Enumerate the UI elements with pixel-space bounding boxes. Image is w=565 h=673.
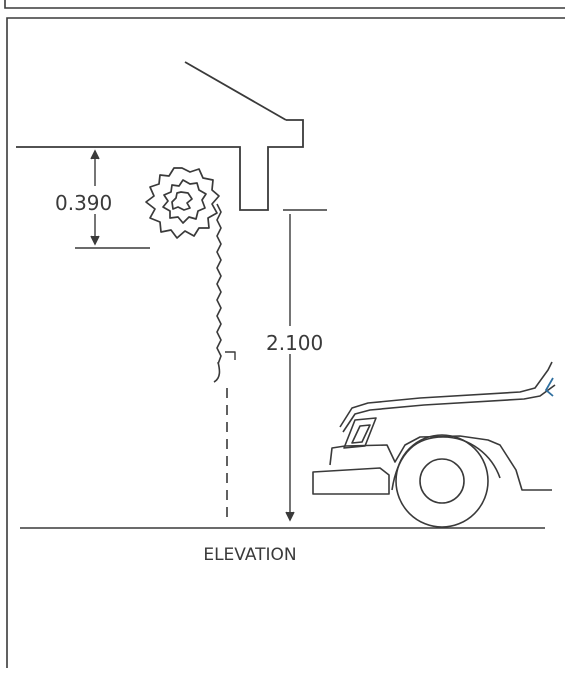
shutter-curtain (213, 203, 236, 522)
clear-height-label-mask (262, 326, 336, 354)
coil-middle-wrap (162, 179, 207, 224)
roll-height-label-mask (50, 186, 130, 214)
car-headlight-lens (351, 424, 371, 444)
car-hood (339, 361, 553, 428)
dimension-clear-height (283, 209, 327, 522)
main-frame-border (6, 17, 565, 668)
coil-inner-wrap (171, 191, 193, 211)
curtain-zigzag (216, 203, 222, 365)
car-hood-underside (342, 384, 556, 433)
roof-fascia-and-lintel (16, 119, 304, 211)
dimension-label-roll-height: 0.390 (55, 191, 112, 215)
car-windshield-pillar (544, 377, 554, 397)
car-wheel-hub (419, 458, 465, 504)
top-frame-edge (4, 0, 565, 9)
dimension-label-clear-height: 2.100 (266, 331, 323, 355)
car-front-fender (329, 435, 552, 491)
roller-shutter-coil (145, 167, 220, 239)
roll-height-arrow-top (90, 149, 100, 160)
drawing-frames (4, 0, 565, 668)
building-section (16, 61, 304, 211)
coil-outer-wrap (145, 167, 220, 239)
roof-slope-line (184, 61, 287, 121)
clear-height-arrow-bottom (285, 511, 295, 522)
roll-height-arrow-bottom (90, 235, 100, 246)
curtain-guide-stop (225, 351, 236, 360)
car-outline (312, 361, 556, 528)
curtain-bottom-hook (213, 361, 221, 383)
car-tire (395, 434, 489, 528)
view-title: ELEVATION (203, 545, 296, 565)
car-bumper (312, 467, 390, 495)
